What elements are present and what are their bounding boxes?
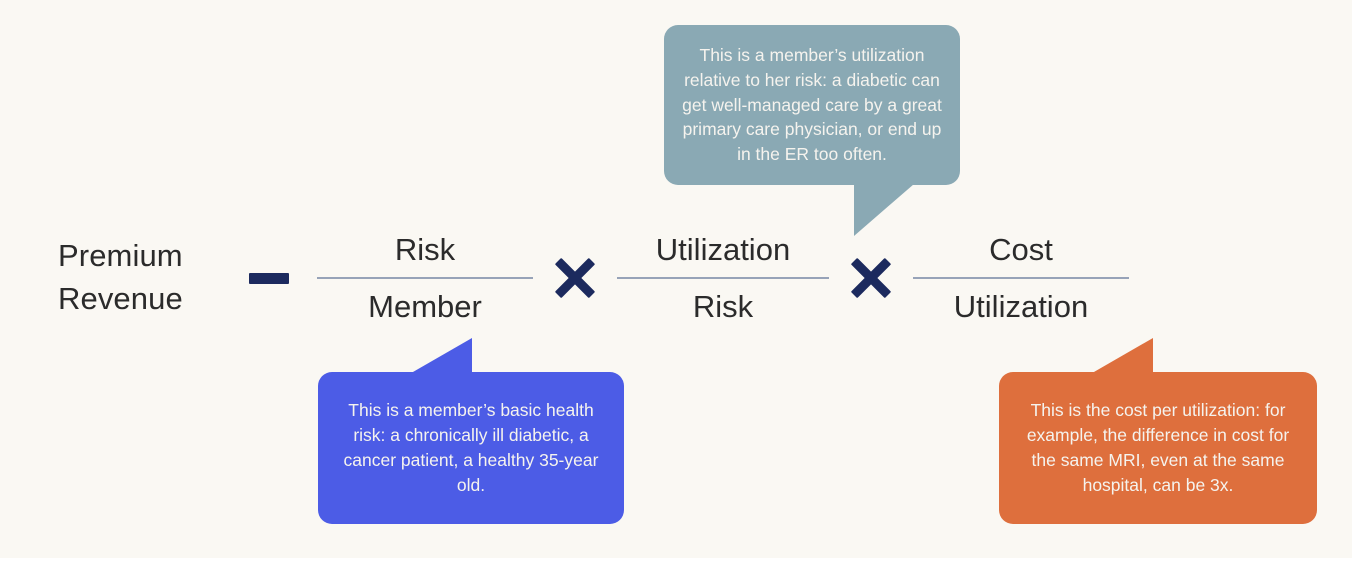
fraction-risk-per-member: Risk Member	[317, 234, 533, 322]
callout-utilization-text: This is a member’s utilization relative …	[682, 44, 942, 165]
fraction-utilization-per-risk: Utilization Risk	[617, 234, 829, 322]
fraction-denominator: Member	[368, 289, 482, 324]
multiply-operator-icon-2	[849, 256, 893, 300]
fraction-denominator: Risk	[692, 289, 754, 324]
callout-risk-text: This is a member’s basic health risk: a …	[343, 400, 599, 495]
fraction-numerator: Cost	[989, 232, 1053, 267]
fraction-denominator: Utilization	[953, 289, 1089, 324]
callout-risk: This is a member’s basic health risk: a …	[318, 372, 624, 524]
fraction-bar	[617, 277, 829, 279]
fraction-bar	[317, 277, 533, 279]
fraction-numerator: Risk	[394, 232, 456, 267]
premium-revenue-label: Premium Revenue	[58, 238, 183, 316]
callout-utilization: This is a member’s utilization relative …	[664, 25, 960, 185]
formula-row: Premium Revenue Risk Member Utilization …	[0, 218, 1352, 338]
fraction-cost-per-utilization: Cost Utilization	[913, 234, 1129, 322]
callout-cost-text: This is the cost per utilization: for ex…	[1026, 400, 1290, 495]
callout-cost: This is the cost per utilization: for ex…	[999, 372, 1317, 524]
multiply-operator-icon-1	[553, 256, 597, 300]
fraction-numerator: Utilization	[655, 232, 791, 267]
fraction-bar	[913, 277, 1129, 279]
minus-operator-icon	[249, 272, 289, 284]
